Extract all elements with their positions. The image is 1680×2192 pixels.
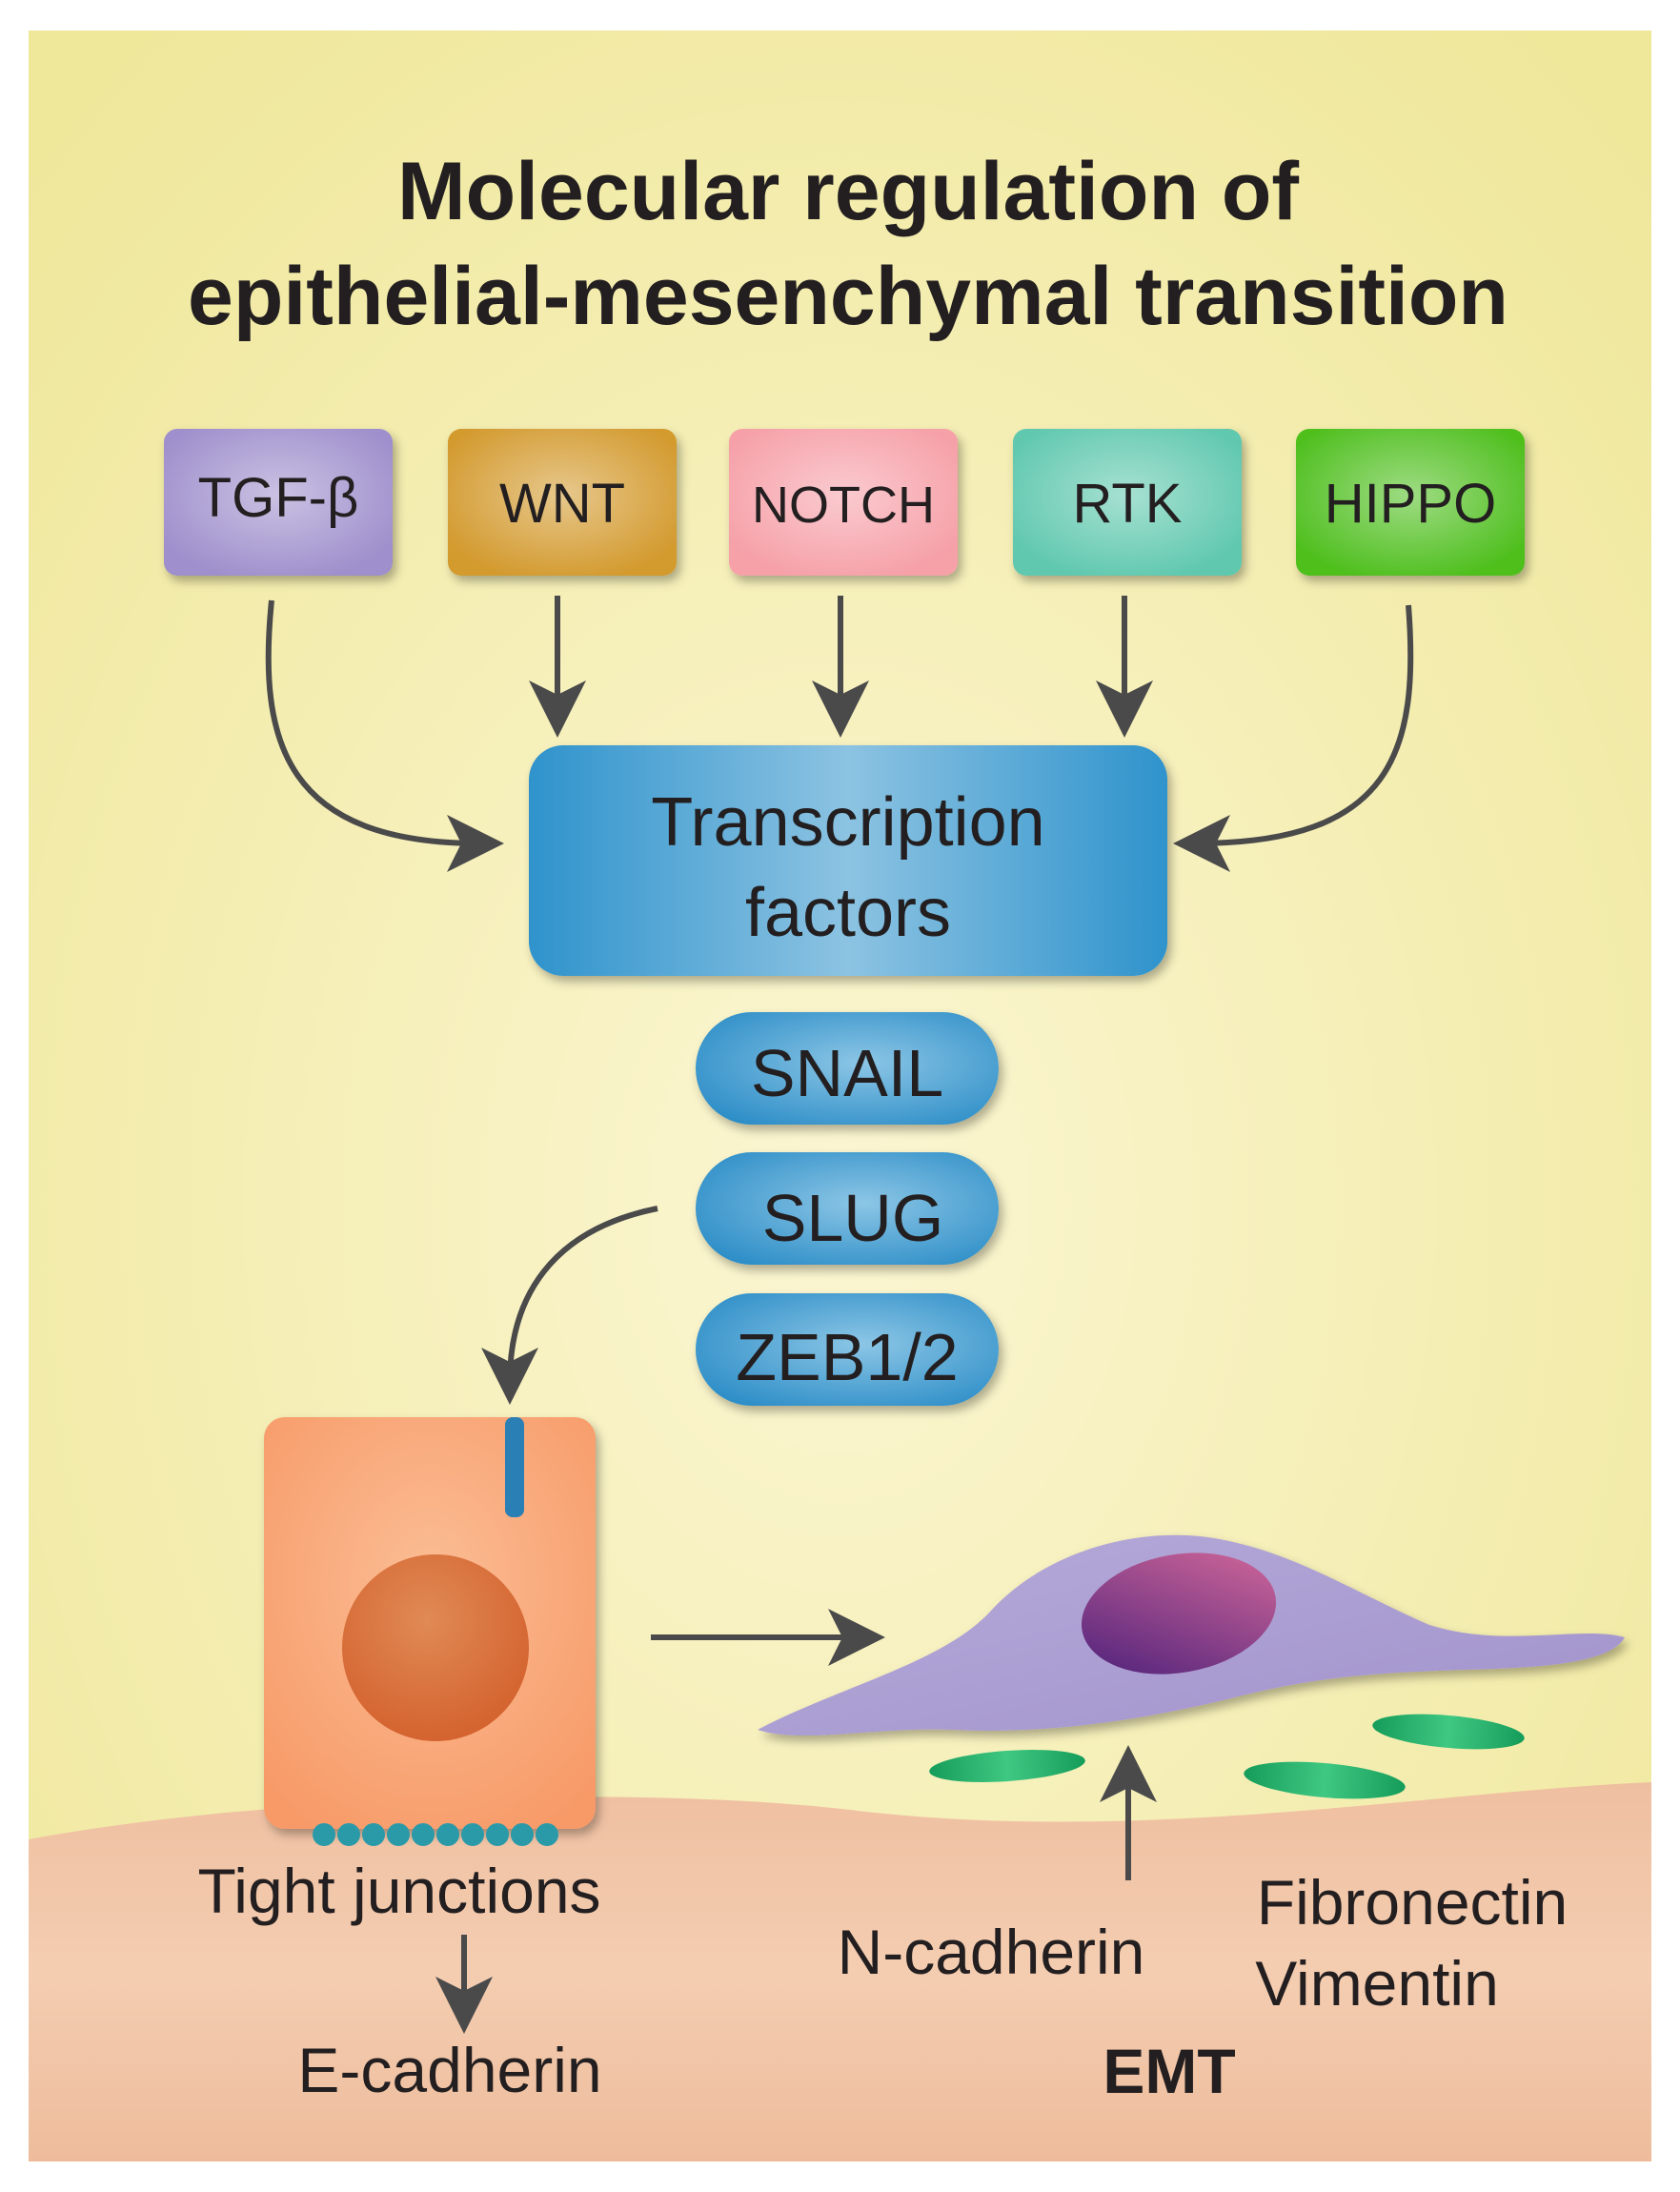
factor-pill-slug	[696, 1152, 999, 1265]
pathway-wnt	[448, 429, 677, 576]
mesenchymal-nucleus	[1081, 1553, 1277, 1674]
factor-pill-zeb	[696, 1293, 999, 1406]
epithelial-nucleus	[342, 1554, 529, 1741]
fibronectin-label: Fibronectin	[1257, 1867, 1569, 1938]
pathway-label-rtk: RTK	[1073, 473, 1183, 535]
factor-label-zeb: ZEB1/2	[736, 1320, 958, 1394]
pathway-label-wnt: WNT	[499, 473, 625, 535]
fibronectin-fibre-3	[1372, 1714, 1525, 1750]
title-line-1: Molecular regulation of	[397, 146, 1299, 237]
pathway-notch	[729, 429, 958, 576]
e-cadherin-label: E-cadherin	[297, 2035, 601, 2105]
fibronectin-fibre-1	[929, 1750, 1085, 1782]
emt-label: EMT	[1103, 2036, 1235, 2106]
arrow-slug-to-cell	[481, 1206, 658, 1405]
vimentin-label: Vimentin	[1255, 1948, 1499, 2019]
n-cadherin-label: N-cadherin	[838, 1917, 1145, 1987]
pathway-tgf-beta	[164, 429, 393, 576]
arrow-tgf-to-tf	[265, 599, 504, 872]
title-line-2: epithelial-mesenchymal transition	[188, 251, 1508, 342]
pathway-rtk	[1013, 429, 1242, 576]
transcription-factors-box	[529, 745, 1167, 976]
e-cadherin-junction-dots	[313, 1823, 558, 1846]
pathway-label-hippo: HIPPO	[1325, 473, 1497, 535]
pathway-hippo	[1296, 429, 1525, 576]
transcription-factors-label-1: Transcription	[651, 784, 1044, 861]
extracellular-matrix-ground	[29, 1782, 1651, 2162]
arrow-hippo-to-tf	[1173, 604, 1414, 872]
factor-pill-snail	[696, 1012, 999, 1125]
factor-label-slug: SLUG	[762, 1181, 944, 1255]
pathway-label-tgf-beta: TGF-β	[198, 467, 359, 529]
pathway-label-notch: NOTCH	[752, 477, 935, 534]
factor-label-snail: SNAIL	[751, 1036, 943, 1110]
tight-junction-marker	[505, 1417, 524, 1517]
tight-junctions-label: Tight junctions	[197, 1856, 600, 1926]
fibronectin-fibre-2	[1244, 1761, 1406, 1799]
transcription-factors-label-2: factors	[745, 875, 951, 951]
